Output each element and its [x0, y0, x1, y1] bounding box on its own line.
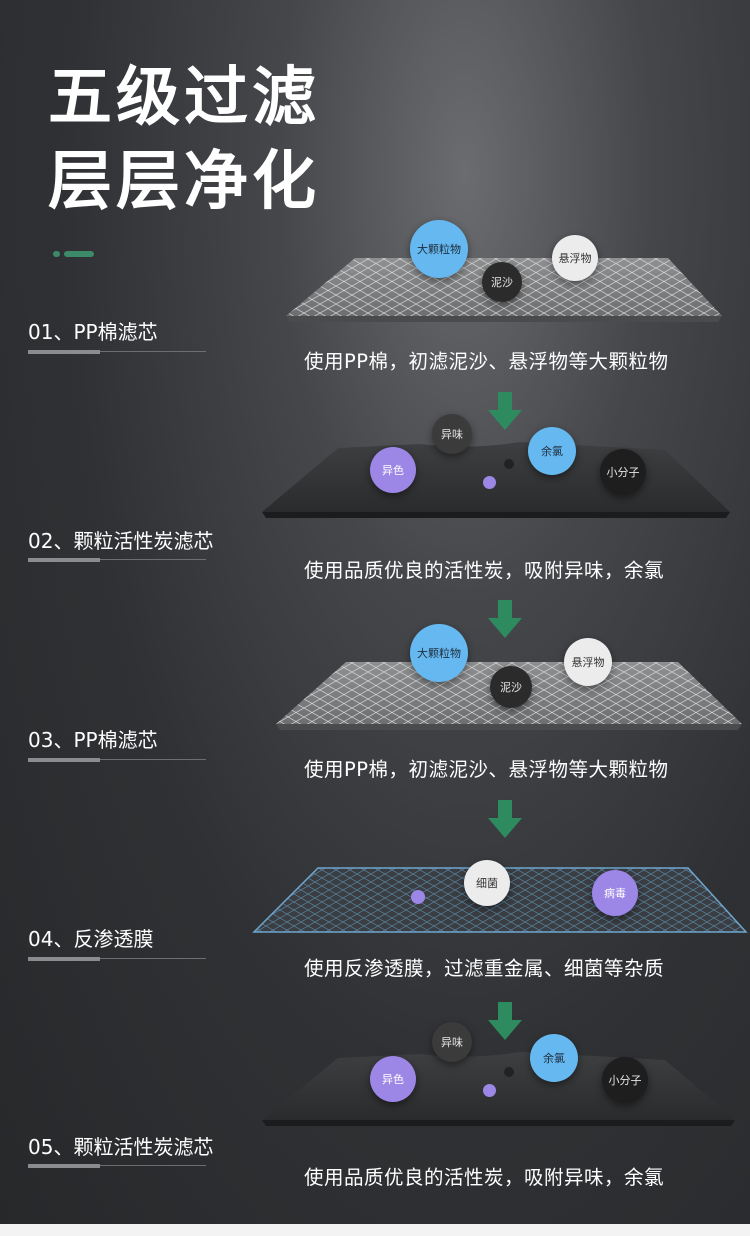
particle-dot-purple [483, 1084, 496, 1097]
stage-5-underline [28, 1164, 206, 1168]
particle-small-molecules: 小分子 [600, 449, 646, 495]
stage-4-description: 使用反渗透膜，过滤重金属、细菌等杂质 [304, 957, 665, 980]
down-arrow-icon [488, 800, 522, 838]
title-line-2: 层层净化 [48, 145, 320, 219]
particle-dot-purple [483, 476, 496, 489]
stage-3-underline [28, 758, 206, 762]
particle-sediment: 泥沙 [490, 666, 532, 708]
mesh-filter-icon [276, 662, 742, 730]
particle-virus: 病毒 [592, 870, 638, 916]
stage-3-description: 使用PP棉，初滤泥沙、悬浮物等大颗粒物 [304, 758, 669, 781]
mesh-filter-icon [286, 258, 722, 322]
particle-large-particles: 大颗粒物 [410, 624, 468, 682]
stage-5-label: 05、颗粒活性炭滤芯 [28, 1135, 214, 1159]
stage-2-underline [28, 558, 206, 562]
particle-odor: 异味 [432, 1022, 472, 1062]
stage-2-description: 使用品质优良的活性炭，吸附异味，余氯 [304, 559, 665, 582]
particle-off-color: 异色 [370, 1056, 416, 1102]
particle-small-molecules: 小分子 [602, 1057, 648, 1103]
stage-1-description: 使用PP棉，初滤泥沙、悬浮物等大颗粒物 [304, 350, 669, 373]
particle-sediment: 泥沙 [482, 262, 522, 302]
down-arrow-icon [488, 1002, 522, 1040]
title-line-1: 五级过滤 [48, 61, 320, 135]
particle-odor: 异味 [432, 414, 472, 454]
stage-5-description: 使用品质优良的活性炭，吸附异味，余氯 [304, 1166, 665, 1189]
accent-dot [53, 251, 60, 257]
stage-4-label: 04、反渗透膜 [28, 927, 154, 951]
particle-dot-dark [504, 1067, 514, 1077]
particle-residual-chlorine: 余氯 [530, 1034, 578, 1082]
particle-suspended-matter: 悬浮物 [564, 638, 612, 686]
particle-large-particles: 大颗粒物 [410, 220, 468, 278]
stage-2-label: 02、颗粒活性炭滤芯 [28, 529, 214, 553]
accent-bar [64, 251, 94, 257]
stage-4-underline [28, 957, 206, 961]
particle-residual-chlorine: 余氯 [528, 427, 576, 475]
particle-bacteria: 细菌 [464, 860, 510, 906]
down-arrow-icon [488, 600, 522, 638]
bottom-strip [0, 1224, 750, 1236]
stage-3-label: 03、PP棉滤芯 [28, 728, 158, 752]
particle-suspended-matter: 悬浮物 [552, 235, 598, 281]
stage-1-label: 01、PP棉滤芯 [28, 320, 158, 344]
particle-off-color: 异色 [370, 447, 416, 493]
particle-dot-purple [411, 890, 425, 904]
stage-1-underline [28, 350, 206, 354]
particle-dot-dark [504, 459, 514, 469]
down-arrow-icon [488, 392, 522, 430]
